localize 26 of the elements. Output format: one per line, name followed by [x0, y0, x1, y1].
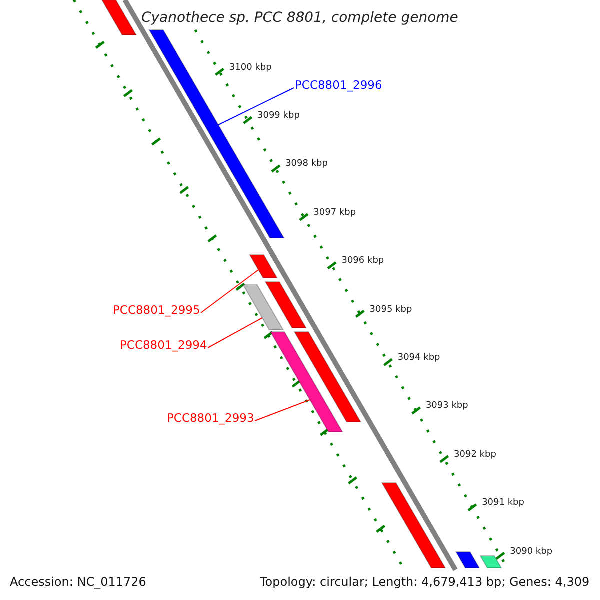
gene-label: PCC8801_2994	[120, 339, 208, 353]
scale-label: 3098 kbp	[286, 159, 328, 170]
scale-label: 3095 kbp	[370, 304, 412, 316]
scale-label: 3100 kbp	[229, 62, 272, 74]
leader-line	[218, 88, 294, 126]
scale-label: 3097 kbp	[314, 208, 356, 218]
leader-line	[200, 270, 260, 314]
gene-bar	[249, 254, 278, 278]
scale-label: 3099 kbp	[258, 110, 300, 122]
diagram-title: Cyanothece sp. PCC 8801, complete genome	[142, 10, 458, 26]
scale-label: 3094 kbp	[398, 352, 440, 364]
scale-label: 3096 kbp	[342, 256, 384, 267]
leader-line	[208, 318, 263, 348]
scale-label: 3090 kbp	[510, 546, 553, 558]
gene-bar	[148, 30, 285, 238]
scale-label: 3092 kbp	[454, 450, 496, 460]
leader-line	[254, 400, 310, 422]
accession-text: Accession: NC_011726	[10, 575, 146, 590]
gene-bar	[270, 332, 344, 432]
gene-label: PCC8801_2995	[113, 304, 200, 318]
gene-label: PCC8801_2996	[295, 79, 382, 93]
gene-label: PCC8801_2993	[167, 412, 254, 426]
scale-label: 3091 kbp	[482, 498, 524, 509]
scale-label: 3093 kbp	[426, 401, 468, 412]
genome-info-text: Topology: circular; Length: 4,679,413 bp; Genes: 4,309	[260, 575, 590, 590]
gene-bar	[242, 284, 284, 330]
